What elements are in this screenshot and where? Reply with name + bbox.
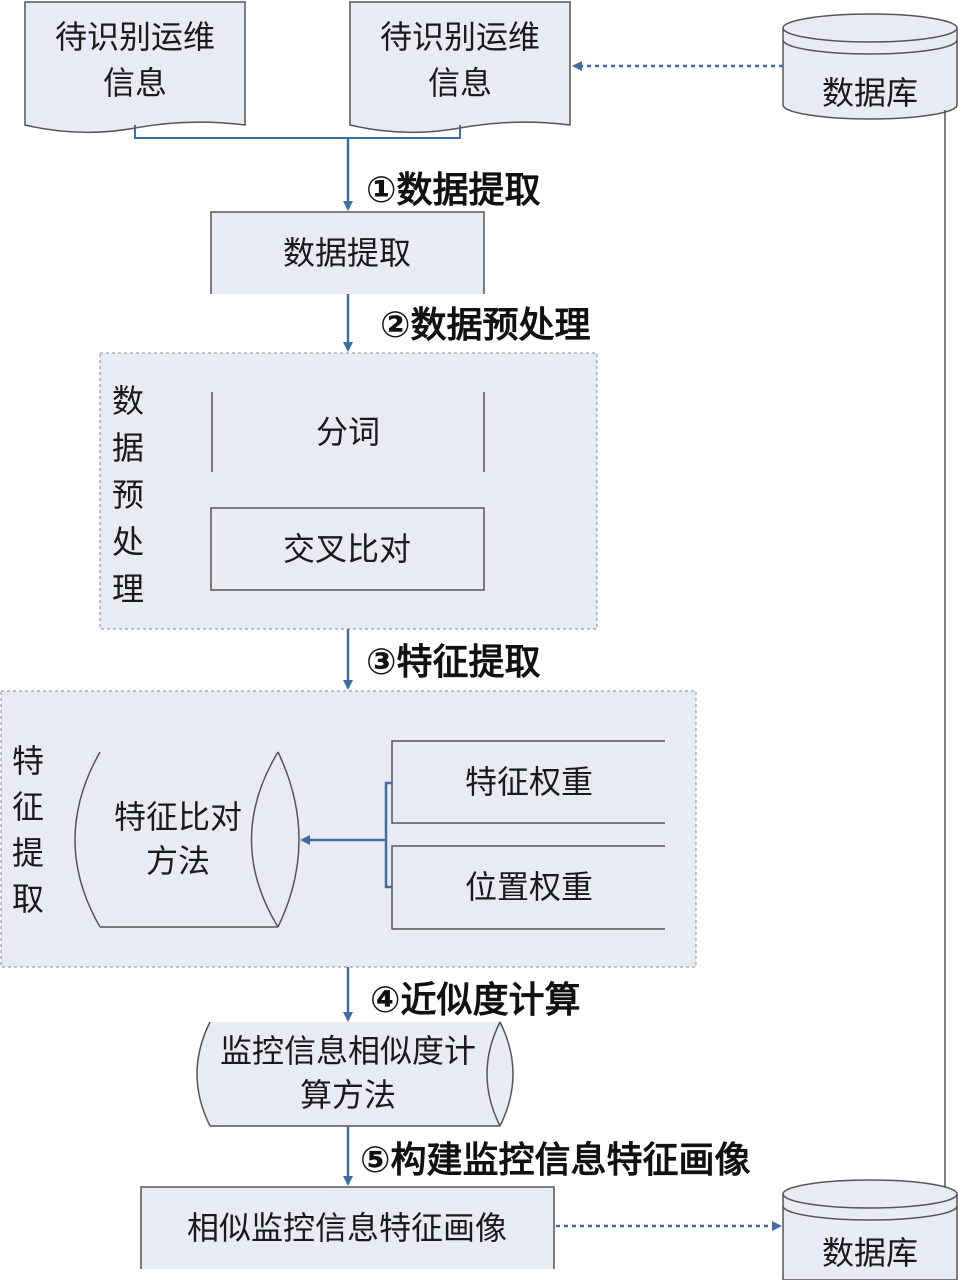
doc1-line2: 信息 <box>103 64 167 102</box>
database-bottom: 数据库 <box>782 1179 958 1280</box>
feature-weight-box: 特征权重 <box>391 740 665 824</box>
data-extraction-box: 数据提取 <box>210 211 485 294</box>
similar-portrait-box: 相似监控信息特征画像 <box>140 1186 555 1269</box>
preprocess-char-4: 处 <box>112 523 144 561</box>
portrait-label: 相似监控信息特征画像 <box>187 1209 507 1247</box>
cross-compare-label: 交叉比对 <box>283 530 411 568</box>
feature-method-line1: 特征比对 <box>114 798 242 836</box>
feature-char-4: 取 <box>12 880 44 918</box>
data-extraction-label: 数据提取 <box>283 234 411 272</box>
weights-bracket <box>384 781 392 889</box>
database-top: 数据库 <box>782 13 958 120</box>
input-document-2: 待识别运维 信息 <box>349 1 571 134</box>
feature-char-1: 特 <box>12 742 44 780</box>
step5-label: ⑤构建监控信息特征画像 <box>360 1140 750 1181</box>
preprocessing-group: 数 据 预 处 理 分词 交叉比对 <box>99 352 598 630</box>
segmentation-label: 分词 <box>316 413 380 451</box>
preprocess-char-3: 预 <box>112 476 144 514</box>
feature-compare-method: 特征比对 方法 <box>74 751 300 928</box>
similarity-method: 监控信息相似度计 算方法 <box>196 1021 514 1127</box>
database-bottom-label: 数据库 <box>822 1234 918 1272</box>
preprocess-char-1: 数 <box>112 382 144 420</box>
position-weight-label: 位置权重 <box>465 868 593 906</box>
feature-method-line2: 方法 <box>146 842 210 880</box>
step1-label: ①数据提取 <box>366 170 540 211</box>
doc2-line1: 待识别运维 <box>380 18 540 56</box>
feature-weight-label: 特征权重 <box>465 763 593 801</box>
cross-compare-box: 交叉比对 <box>210 507 485 591</box>
step3-label: ③特征提取 <box>366 642 540 683</box>
merge-bracket <box>134 125 461 139</box>
similarity-line2: 算方法 <box>300 1076 396 1114</box>
similarity-line1: 监控信息相似度计 <box>220 1032 476 1070</box>
preprocess-char-2: 据 <box>112 429 144 467</box>
preprocess-char-5: 理 <box>112 570 144 608</box>
feature-char-3: 提 <box>12 834 44 872</box>
feature-extraction-group: 特 征 提 取 特征比对 方法 特征权重 位置权重 <box>0 690 697 968</box>
segmentation-box: 分词 <box>211 392 485 472</box>
step4-label: ④近似度计算 <box>370 980 580 1021</box>
input-document-1: 待识别运维 信息 <box>24 1 246 134</box>
step2-label: ②数据预处理 <box>380 305 590 346</box>
doc2-line2: 信息 <box>428 64 492 102</box>
feature-char-2: 征 <box>12 788 44 826</box>
database-top-label: 数据库 <box>822 74 918 112</box>
doc1-line1: 待识别运维 <box>55 18 215 56</box>
